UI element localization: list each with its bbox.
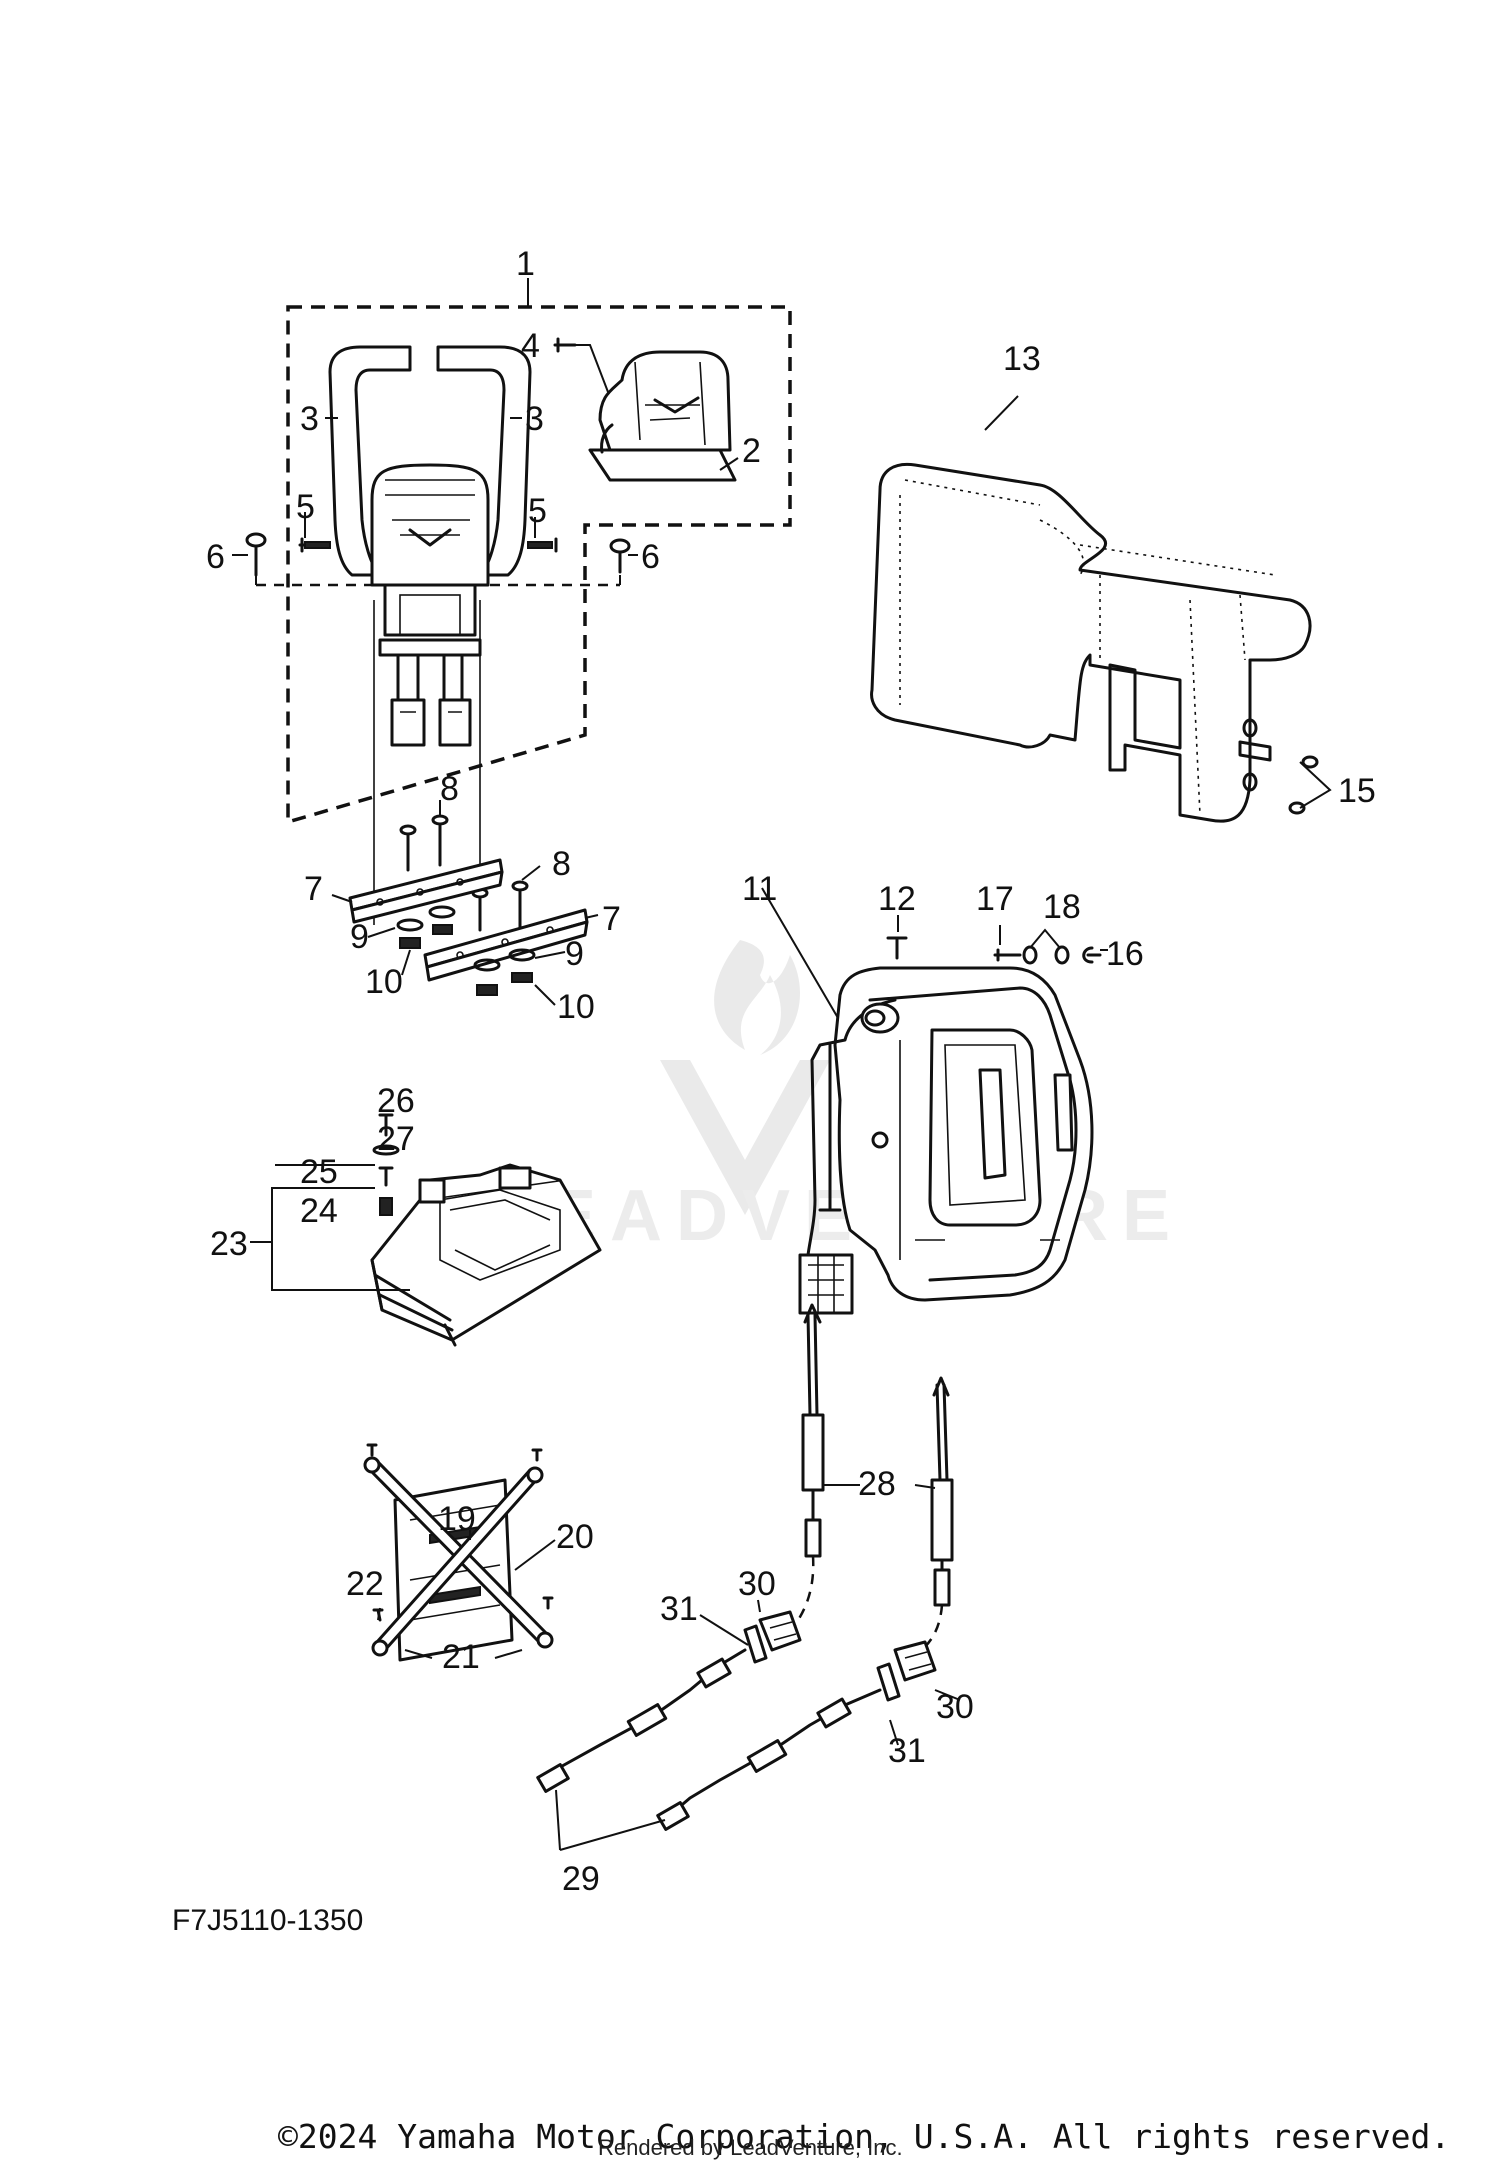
harness-29-right bbox=[656, 1688, 882, 1831]
washer-18a bbox=[1022, 945, 1038, 965]
nut-10 bbox=[399, 924, 533, 996]
bracket-23 bbox=[370, 1163, 602, 1347]
plate-7-left bbox=[348, 858, 504, 924]
watermark-logo bbox=[660, 940, 830, 1215]
callout-7a: 7 bbox=[304, 870, 323, 908]
callout-30a: 30 bbox=[738, 1565, 776, 1603]
cable-28-left bbox=[801, 1313, 825, 1558]
bolt-6-right bbox=[609, 538, 631, 574]
leader-lines bbox=[232, 278, 1332, 1851]
callout-19: 19 bbox=[438, 1500, 476, 1538]
assembly-1-boundary bbox=[286, 305, 792, 825]
nut-16 bbox=[1082, 946, 1102, 964]
bolt-8-left bbox=[399, 814, 449, 872]
callout-26: 26 bbox=[377, 1082, 415, 1120]
callout-23: 23 bbox=[210, 1225, 248, 1263]
seal-31-right bbox=[876, 1662, 901, 1702]
copyright-notice: ©2024 Yamaha Motor Corporation, U.S.A. A… bbox=[278, 2117, 1450, 2156]
callout-7b: 7 bbox=[602, 900, 621, 938]
washer-9 bbox=[396, 905, 536, 972]
callout-3a: 3 bbox=[300, 400, 319, 438]
callout-3b: 3 bbox=[525, 400, 544, 438]
callout-22: 22 bbox=[346, 1565, 384, 1603]
callout-25: 25 bbox=[300, 1153, 338, 1191]
callout-8b: 8 bbox=[552, 845, 571, 883]
harness-29-left bbox=[536, 1648, 747, 1793]
cover-13 bbox=[870, 462, 1312, 823]
screw-12 bbox=[886, 936, 908, 960]
callout-10a: 10 bbox=[365, 963, 403, 1001]
bolt-5-right bbox=[527, 541, 553, 549]
callout-4: 4 bbox=[521, 327, 540, 365]
callout-30b: 30 bbox=[936, 1688, 974, 1726]
seal-31-left bbox=[743, 1624, 768, 1664]
callout-16: 16 bbox=[1106, 935, 1144, 973]
callout-2: 2 bbox=[742, 432, 761, 470]
callout-31a: 31 bbox=[660, 1590, 698, 1628]
bolt-6-left bbox=[245, 532, 267, 577]
cable-arrows bbox=[803, 1303, 950, 1397]
grommet-24 bbox=[379, 1197, 393, 1216]
callout-11: 11 bbox=[742, 870, 777, 908]
callout-8a: 8 bbox=[440, 770, 459, 808]
callout-9a: 9 bbox=[350, 918, 369, 956]
plate-7-right bbox=[423, 908, 589, 982]
washer-27 bbox=[372, 1144, 400, 1156]
callout-31b: 31 bbox=[888, 1732, 926, 1770]
callout-6a: 6 bbox=[206, 538, 225, 576]
rendered-by-notice: Rendered by LeadVenture, Inc. bbox=[598, 2135, 903, 2160]
callout-21: 21 bbox=[442, 1638, 480, 1676]
callout-15: 15 bbox=[1338, 772, 1376, 810]
callout-10b: 10 bbox=[557, 988, 595, 1026]
callout-5b: 5 bbox=[528, 492, 547, 530]
connector-30-left bbox=[758, 1610, 802, 1652]
bolt-8-right bbox=[471, 880, 529, 932]
callout-labels: 1 2 3 3 4 5 5 6 6 7 7 8 8 9 9 10 10 11 1… bbox=[206, 245, 1376, 1898]
callout-18: 18 bbox=[1043, 888, 1081, 926]
callout-12: 12 bbox=[878, 880, 916, 918]
screw-22 bbox=[366, 1443, 554, 1622]
cable-connector-dashes bbox=[793, 1555, 944, 1657]
callout-5a: 5 bbox=[296, 488, 315, 526]
connector-30-right bbox=[893, 1640, 937, 1682]
bolt-5-left-shank bbox=[304, 541, 331, 549]
callout-17: 17 bbox=[976, 880, 1014, 918]
screw-26 bbox=[378, 1113, 394, 1137]
strap-ends-21 bbox=[363, 1456, 554, 1657]
callout-28: 28 bbox=[858, 1465, 896, 1503]
callout-6b: 6 bbox=[641, 538, 660, 576]
washer-15 bbox=[1288, 755, 1319, 815]
diagram-code: F7J5110-1350 bbox=[172, 1904, 363, 1937]
cable-28-right bbox=[930, 1383, 954, 1607]
remote-control-body bbox=[328, 345, 532, 747]
callout-24: 24 bbox=[300, 1192, 338, 1230]
screw-17 bbox=[993, 948, 1022, 962]
callout-27: 27 bbox=[377, 1120, 415, 1158]
remote-unit-2 bbox=[588, 350, 737, 482]
washer-18b bbox=[1054, 945, 1070, 965]
callout-13: 13 bbox=[1003, 340, 1041, 378]
callout-20: 20 bbox=[556, 1518, 594, 1556]
callout-1: 1 bbox=[516, 245, 535, 283]
callout-9b: 9 bbox=[565, 935, 584, 973]
callout-29: 29 bbox=[562, 1860, 600, 1898]
display-unit-11 bbox=[798, 966, 1094, 1315]
collar-25 bbox=[378, 1166, 394, 1187]
